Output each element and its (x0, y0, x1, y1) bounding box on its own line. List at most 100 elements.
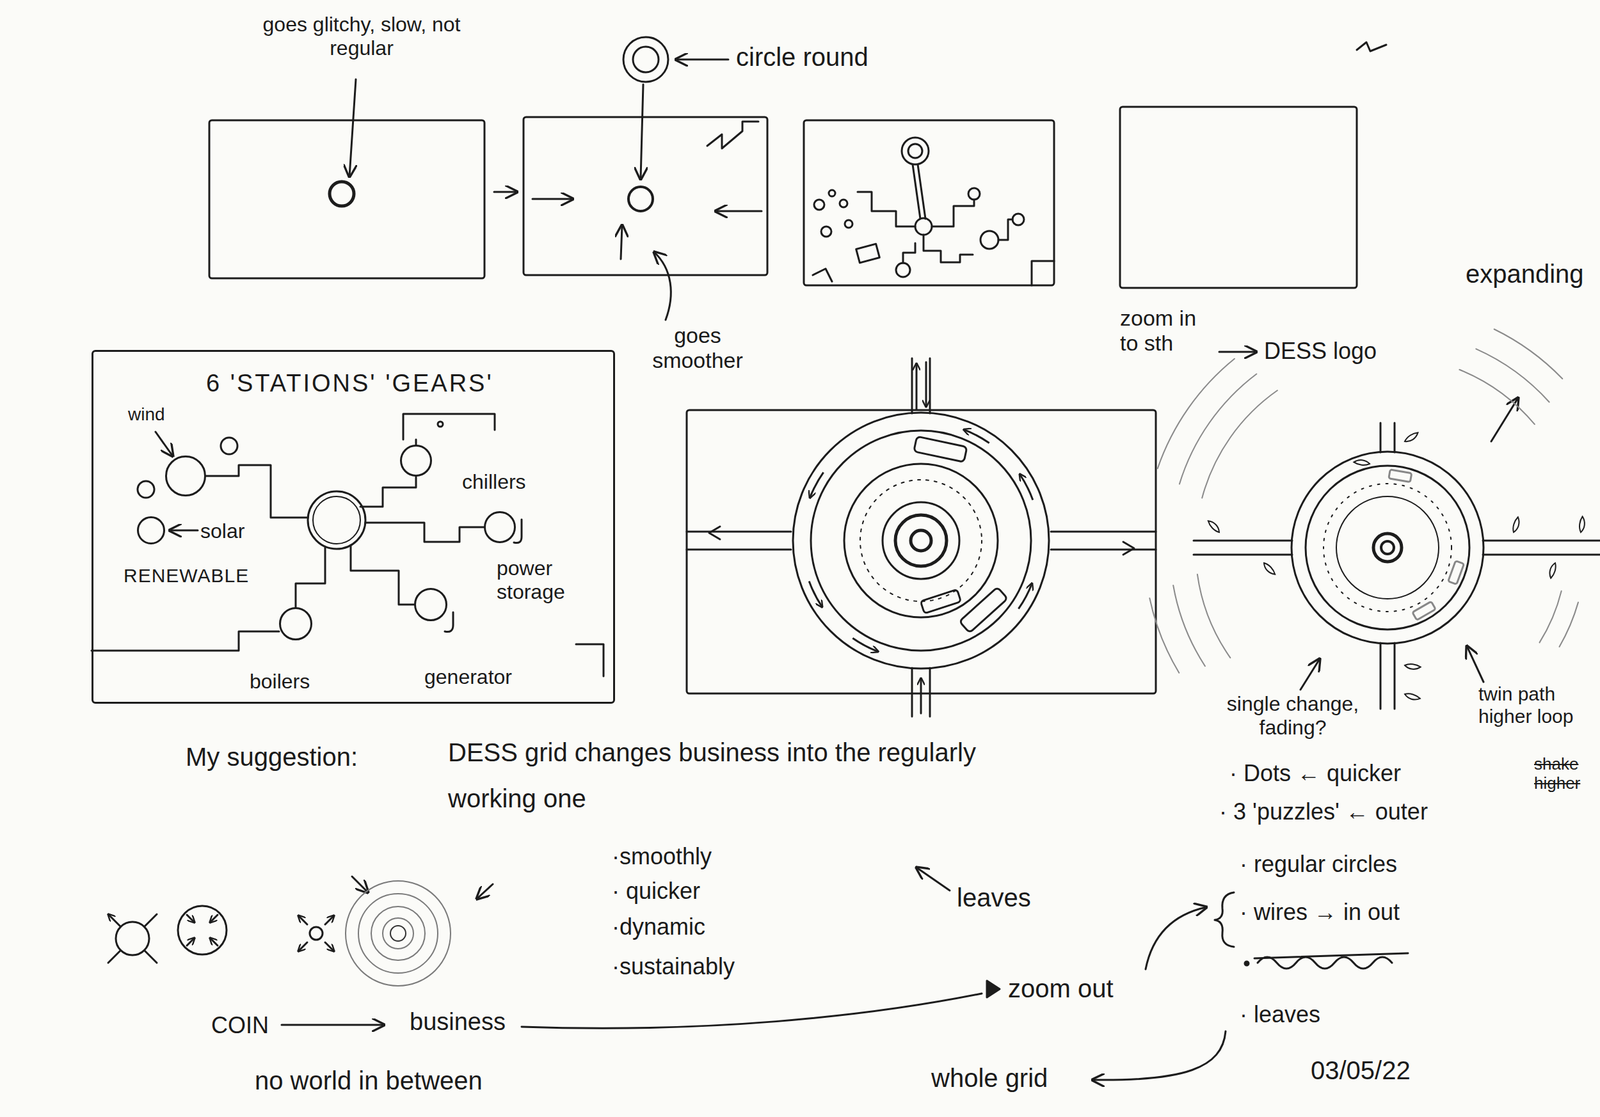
frame-three-sketch (915, 218, 932, 235)
leaf-doodle (1262, 561, 1276, 578)
annotation: DESS logo (1264, 337, 1377, 365)
station-wires (91, 414, 604, 677)
station-outline (136, 516, 166, 545)
annotation: business (409, 1008, 506, 1037)
leaf-doodle (1207, 518, 1221, 535)
annotation: ·sustainably (611, 953, 735, 980)
dess-logo-sketch (1448, 561, 1465, 585)
dess-logo-sketch (1491, 398, 1519, 442)
roundabout-sketch (920, 589, 961, 614)
roundabout-sketch (686, 531, 792, 550)
note-arrows (1244, 961, 1249, 966)
note-arrows (1145, 907, 1207, 970)
coin-doodles (209, 938, 218, 946)
note-arrows (281, 42, 1408, 1081)
coin-doodles (309, 927, 323, 941)
dess-logo-sketch (1380, 423, 1395, 453)
frame-two-sketch (675, 58, 729, 61)
leaf-doodle (1404, 661, 1421, 672)
station-outline (485, 512, 516, 543)
station-outline (138, 517, 165, 544)
dess-logo-sketch (1193, 398, 1600, 710)
station-wires (312, 496, 361, 544)
dess-logo-sketch (1193, 540, 1293, 555)
roundabout-sketch (792, 412, 1049, 669)
storyboard-frame (523, 117, 768, 276)
spiral-doodle (358, 894, 438, 974)
expanding-arc (1157, 359, 1235, 470)
station-wires (437, 421, 443, 427)
station-outline (166, 456, 206, 496)
station-wires (169, 529, 198, 532)
frame-two-sketch (623, 37, 669, 82)
note-arrows (281, 1024, 384, 1027)
station-circle: generator (414, 588, 448, 622)
expanding-arc (1173, 585, 1206, 667)
station-outline (401, 446, 432, 477)
annotation: leaves (956, 883, 1032, 913)
dess-logo-sketch (1305, 465, 1470, 630)
station-label: solar (200, 519, 245, 544)
station-wires (91, 631, 280, 651)
frame-three-sketch (923, 234, 973, 263)
note-arrows (521, 993, 982, 1029)
expanding-arc (1149, 598, 1179, 674)
dess-logo-sketch (1380, 643, 1395, 710)
station-circle: wind (165, 455, 207, 497)
dess-logo-sketch (1300, 659, 1320, 690)
annotation: · leaves (1239, 1001, 1321, 1028)
station-wires (137, 481, 155, 498)
annotation: ·dynamic (611, 913, 706, 941)
note-arrows (986, 981, 1000, 998)
storyboard-frame (686, 410, 1156, 694)
frame-three-sketch (896, 263, 911, 278)
dess-logo-sketch (1412, 601, 1436, 621)
expanding-arc (1494, 329, 1563, 380)
coin-doodles (298, 915, 308, 925)
station-circle: solar (136, 516, 166, 545)
frame-three-sketch (903, 243, 916, 264)
dess-logo-sketch (1291, 451, 1484, 644)
station-outline (400, 444, 432, 477)
frame-two-sketch (532, 37, 762, 320)
dess-logo-sketch (1466, 646, 1484, 683)
frame-three-sketch (912, 164, 926, 219)
frame-two-sketch (707, 121, 759, 149)
roundabout-sketch (860, 480, 982, 602)
annotation: single change, fading? (1212, 692, 1373, 740)
annotation: goes smoother (640, 323, 756, 374)
annotation: · wires → in out (1239, 899, 1400, 926)
frame-three-sketch (908, 144, 923, 159)
station-outline (415, 589, 447, 621)
frame-two-sketch (632, 46, 659, 73)
annotation: twin path higher loop (1478, 683, 1594, 728)
station-wires (576, 644, 604, 677)
expanding-arc (1539, 591, 1562, 644)
station-outline (280, 608, 312, 640)
coin-doodles (186, 938, 195, 946)
frame-three-sketch (931, 199, 975, 227)
spiral-doodle (382, 918, 414, 950)
roundabout-sketch (925, 362, 928, 408)
expanding-arc (1559, 602, 1579, 648)
note-arrows (1092, 1031, 1226, 1081)
station-circle: chillers (400, 444, 432, 477)
frame-two-sketch (532, 198, 573, 201)
roundabout-sketch (959, 587, 1008, 633)
frame-three-sketch (857, 192, 916, 227)
annotation: · Dots ← quicker (1229, 760, 1401, 787)
expanding-arc (1197, 574, 1231, 658)
station-wires (360, 476, 416, 507)
roundabout-sketch (709, 526, 720, 540)
annotation: goes glitchy, slow, not regular (256, 12, 468, 61)
station-label: power storage (496, 556, 587, 605)
roundabout-sketch (810, 430, 1032, 651)
frame-one-sketch (329, 181, 354, 207)
roundabout-sketch (913, 436, 968, 463)
annotation: circle round (736, 42, 869, 72)
leaf-doodle (1403, 432, 1421, 443)
roundabout-sketch (912, 358, 930, 414)
station-label: chillers (462, 470, 527, 495)
annotation: My suggestion: (185, 742, 358, 772)
station-wires (415, 439, 418, 445)
